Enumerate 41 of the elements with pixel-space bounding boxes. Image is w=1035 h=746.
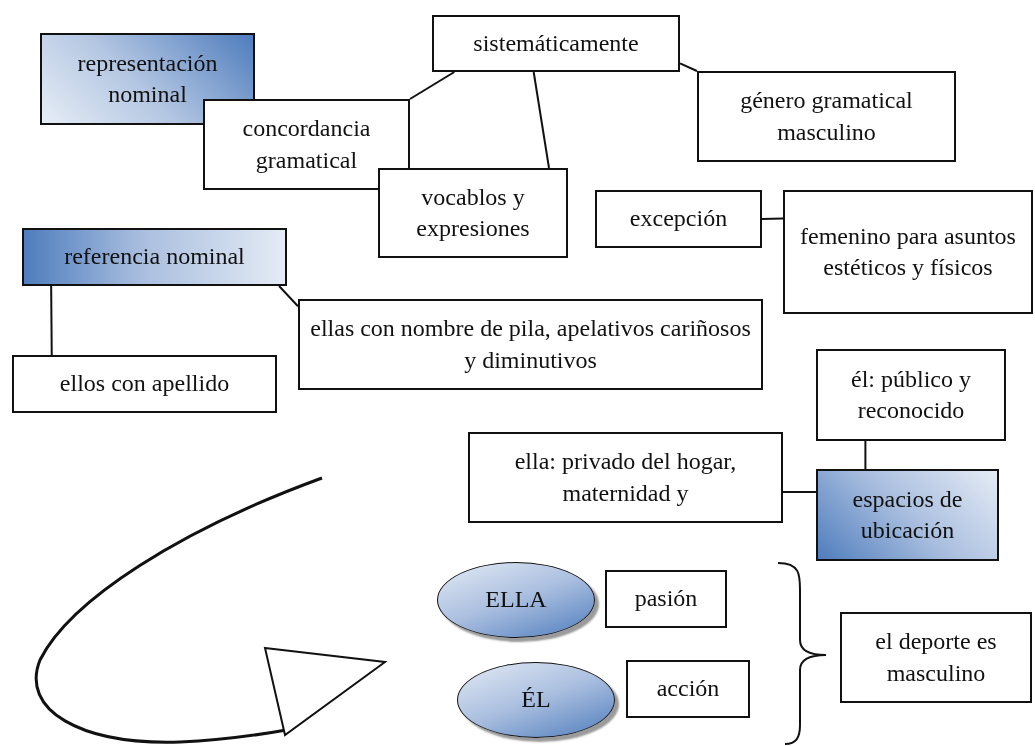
box-text: sistemáticamente [473, 28, 639, 58]
concept-box [626, 660, 750, 718]
concept-box [595, 190, 762, 248]
connector-line [50, 285, 53, 356]
concept-box [840, 612, 1032, 703]
concept-box [697, 71, 956, 162]
box-text: ellos con apellido [59, 369, 230, 399]
concept-box [816, 469, 999, 561]
connector-line [409, 71, 456, 100]
connector-line [782, 491, 817, 494]
box-text: espacios de ubicación [851, 484, 964, 545]
box-text: pasión [634, 584, 698, 614]
concept-box [816, 349, 1006, 441]
box-text: ellas con nombre de pila, apelativos cariñosos y diminutivos [309, 314, 752, 375]
connector-line [864, 440, 867, 470]
box-text: excepción [629, 204, 728, 234]
connector-line [278, 285, 299, 308]
box-text: el deporte es masculino [874, 627, 998, 688]
box-text: ella: privado del hogar, maternidad y [513, 447, 738, 508]
box-text: concordancia gramatical [241, 114, 372, 175]
connector-line [761, 217, 784, 220]
connector-line [679, 62, 698, 72]
box-text: referencia nominal [64, 242, 245, 272]
concept-box [468, 432, 783, 523]
concept-box [378, 168, 568, 258]
box-text: vocablos y expresiones [415, 182, 531, 243]
box-text: acción [656, 674, 720, 704]
concept-box [605, 570, 727, 628]
concept-box [22, 228, 287, 286]
concept-box [783, 190, 1033, 314]
box-text: ÉL [521, 685, 551, 715]
box-text: él: público y reconocido [850, 364, 972, 425]
concept-box [12, 355, 277, 413]
concept-box [203, 99, 410, 190]
box-text: representación nominal [76, 48, 219, 109]
connector-line [532, 71, 550, 169]
concept-box [432, 15, 680, 72]
box-text: género gramatical masculino [739, 86, 914, 147]
concept-box [298, 299, 763, 390]
box-text: ELLA [485, 585, 547, 615]
box-text: femenino para asuntos estéticos y físicos [799, 221, 1017, 282]
